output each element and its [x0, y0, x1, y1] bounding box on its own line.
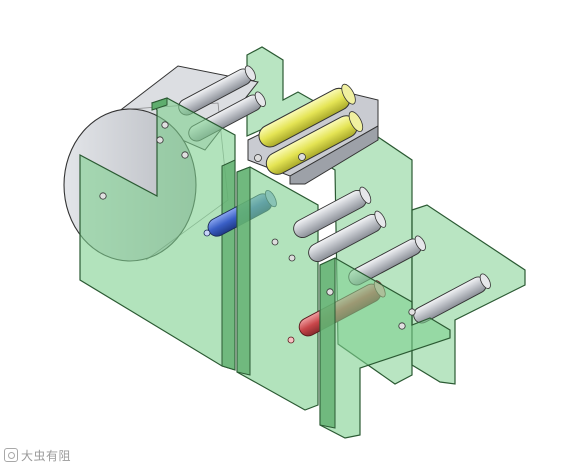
watermark: 大虫有阻 [4, 446, 71, 464]
camera-logo-icon [4, 448, 18, 462]
front-right-plate [319, 257, 451, 439]
yellow-nip-roller-assembly [247, 83, 379, 185]
watermark-text: 大虫有阻 [21, 448, 72, 463]
right-gray-rollers [348, 235, 491, 324]
middle-gray-rollers [271, 186, 387, 263]
middle-plate [236, 166, 319, 411]
bolts [99, 121, 416, 330]
